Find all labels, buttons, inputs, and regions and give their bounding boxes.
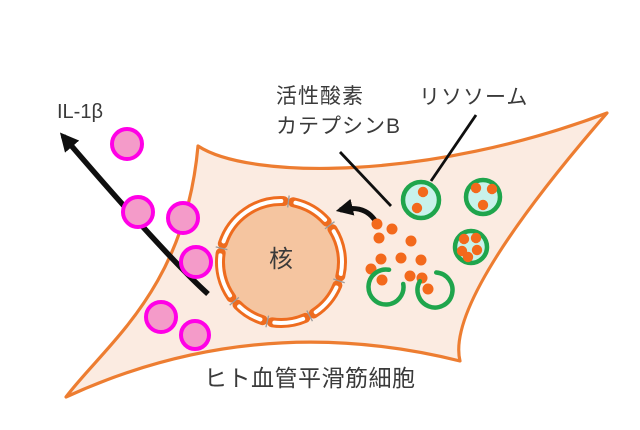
il1b-vesicle [121,195,155,229]
nucleus-label: 核 [269,246,293,274]
lysosome-granule [458,233,470,245]
lysosome-granule [462,251,474,263]
il1b-vesicle [166,201,200,235]
ruptured-lysosomes [366,267,455,310]
ros-dot [373,232,385,244]
nuclear-envelope-lumen [272,316,306,325]
nuclear-envelope-lumen [221,198,284,244]
ros-dot [376,274,388,286]
lysosome [452,228,490,266]
lysosome-granule [486,183,498,195]
nuclear-envelope-lumen [331,229,344,276]
reactive-oxygen-dots [365,218,434,295]
nuclear-envelope-lumen [218,253,233,298]
nuclear-pore-tick [306,310,314,322]
ros-cathepsin-label: 活性酸素 カテプシンB [276,82,401,143]
ros-dot [371,218,383,230]
nuclear-pore-tick [265,315,270,328]
nuclear-pore-tick [229,296,240,306]
lysosome-pointer-line [429,114,478,182]
ros-label-line2: カテプシンB [276,115,402,139]
ros-dot [375,253,387,265]
nuclear-envelope-lumen [313,285,339,315]
il1b-vesicles [110,127,213,351]
lysosome-granule [470,232,482,244]
lysosome-granule [411,202,423,214]
ros-dot [405,235,417,247]
il1b-vesicle [179,245,213,279]
ros-dot [386,223,398,235]
broken-lysosome-arc [366,267,406,307]
broken-lysosome-arc [415,270,455,310]
cell-name-label: ヒト血管平滑筋細胞 [204,365,416,391]
lysosome-granule [477,199,489,211]
lysosome-label: リソソーム [419,86,529,109]
il1b-vesicle [110,127,144,161]
nuclear-pore-tick [324,221,335,230]
lysosome-granule [471,244,483,256]
nuclear-envelope-lumen [293,200,328,222]
ros-dot [395,252,407,264]
nuclear-pore-tick [333,278,345,284]
lysosome-granule [470,182,482,194]
il1b-label: IL-1β [57,101,103,123]
nuclear-pore-tick [287,195,290,208]
nucleus [215,195,347,328]
il1b-vesicle [144,300,178,334]
nuclear-pore-tick [215,246,228,251]
il1b-vesicle [179,319,211,351]
ros-dot [415,254,427,266]
ros-dot [404,270,416,282]
ros-label-line1: 活性酸素 [276,85,364,108]
ros-dot [422,283,434,295]
il1b-secretion-arrow-icon [59,132,210,297]
lysosomes [400,177,503,266]
lysosome-granule [417,186,429,198]
cathepsin-pointer-line [338,151,393,207]
nuclear-envelope-lumen [237,304,263,322]
nucleus-body [222,203,340,321]
lysosome [463,177,503,217]
lysosome [400,179,442,221]
